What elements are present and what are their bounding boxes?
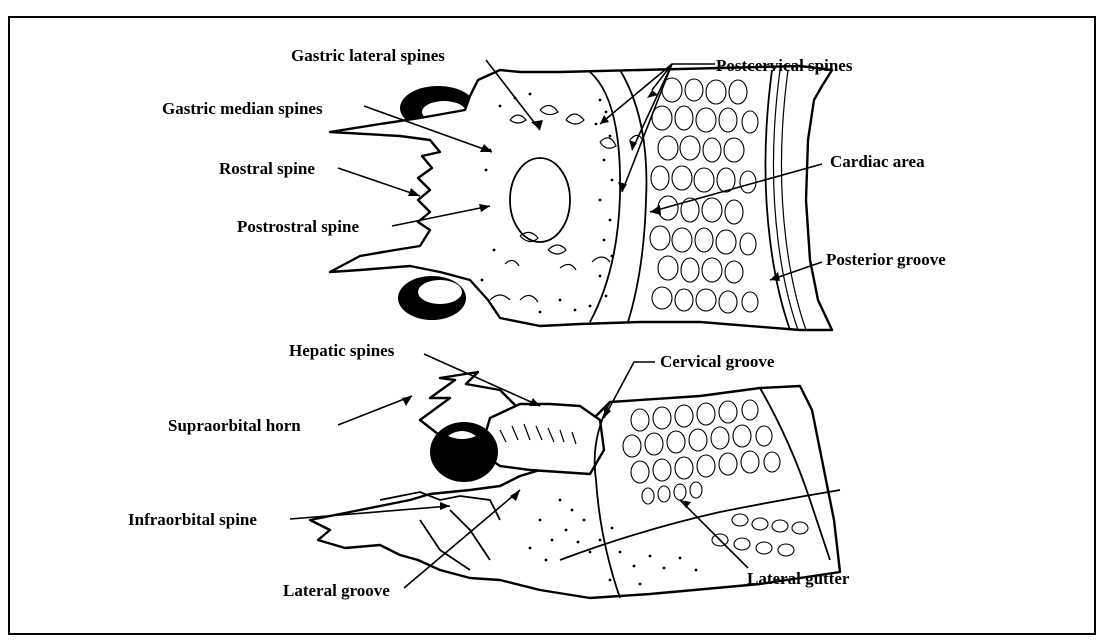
lateral-eye — [430, 422, 498, 482]
label-supraorbital-horn: Supraorbital horn — [168, 416, 301, 435]
label-postcervical-spines: Postcervical spines — [716, 56, 853, 75]
label-lateral-gutter: Lateral gutter — [747, 569, 850, 588]
label-infraorbital-spine: Infraorbital spine — [128, 510, 257, 529]
label-cervical-groove: Cervical groove — [660, 352, 775, 371]
label-postrostral-spine: Postrostral spine — [237, 217, 359, 236]
label-gastric-lateral-spines: Gastric lateral spines — [291, 46, 445, 65]
lateral-view-drawing — [310, 372, 840, 598]
label-rostral-spine: Rostral spine — [219, 159, 315, 178]
leader-rostral — [338, 168, 420, 196]
leader-supraorbital — [338, 396, 412, 425]
label-gastric-median-spines: Gastric median spines — [162, 99, 323, 118]
dorsal-eye-lower — [398, 276, 466, 320]
label-posterior-groove: Posterior groove — [826, 250, 946, 269]
label-lateral-groove: Lateral groove — [283, 581, 390, 600]
label-cardiac-area: Cardiac area — [830, 152, 925, 171]
dorsal-view-drawing — [330, 66, 832, 330]
label-hepatic-spines: Hepatic spines — [289, 341, 395, 360]
